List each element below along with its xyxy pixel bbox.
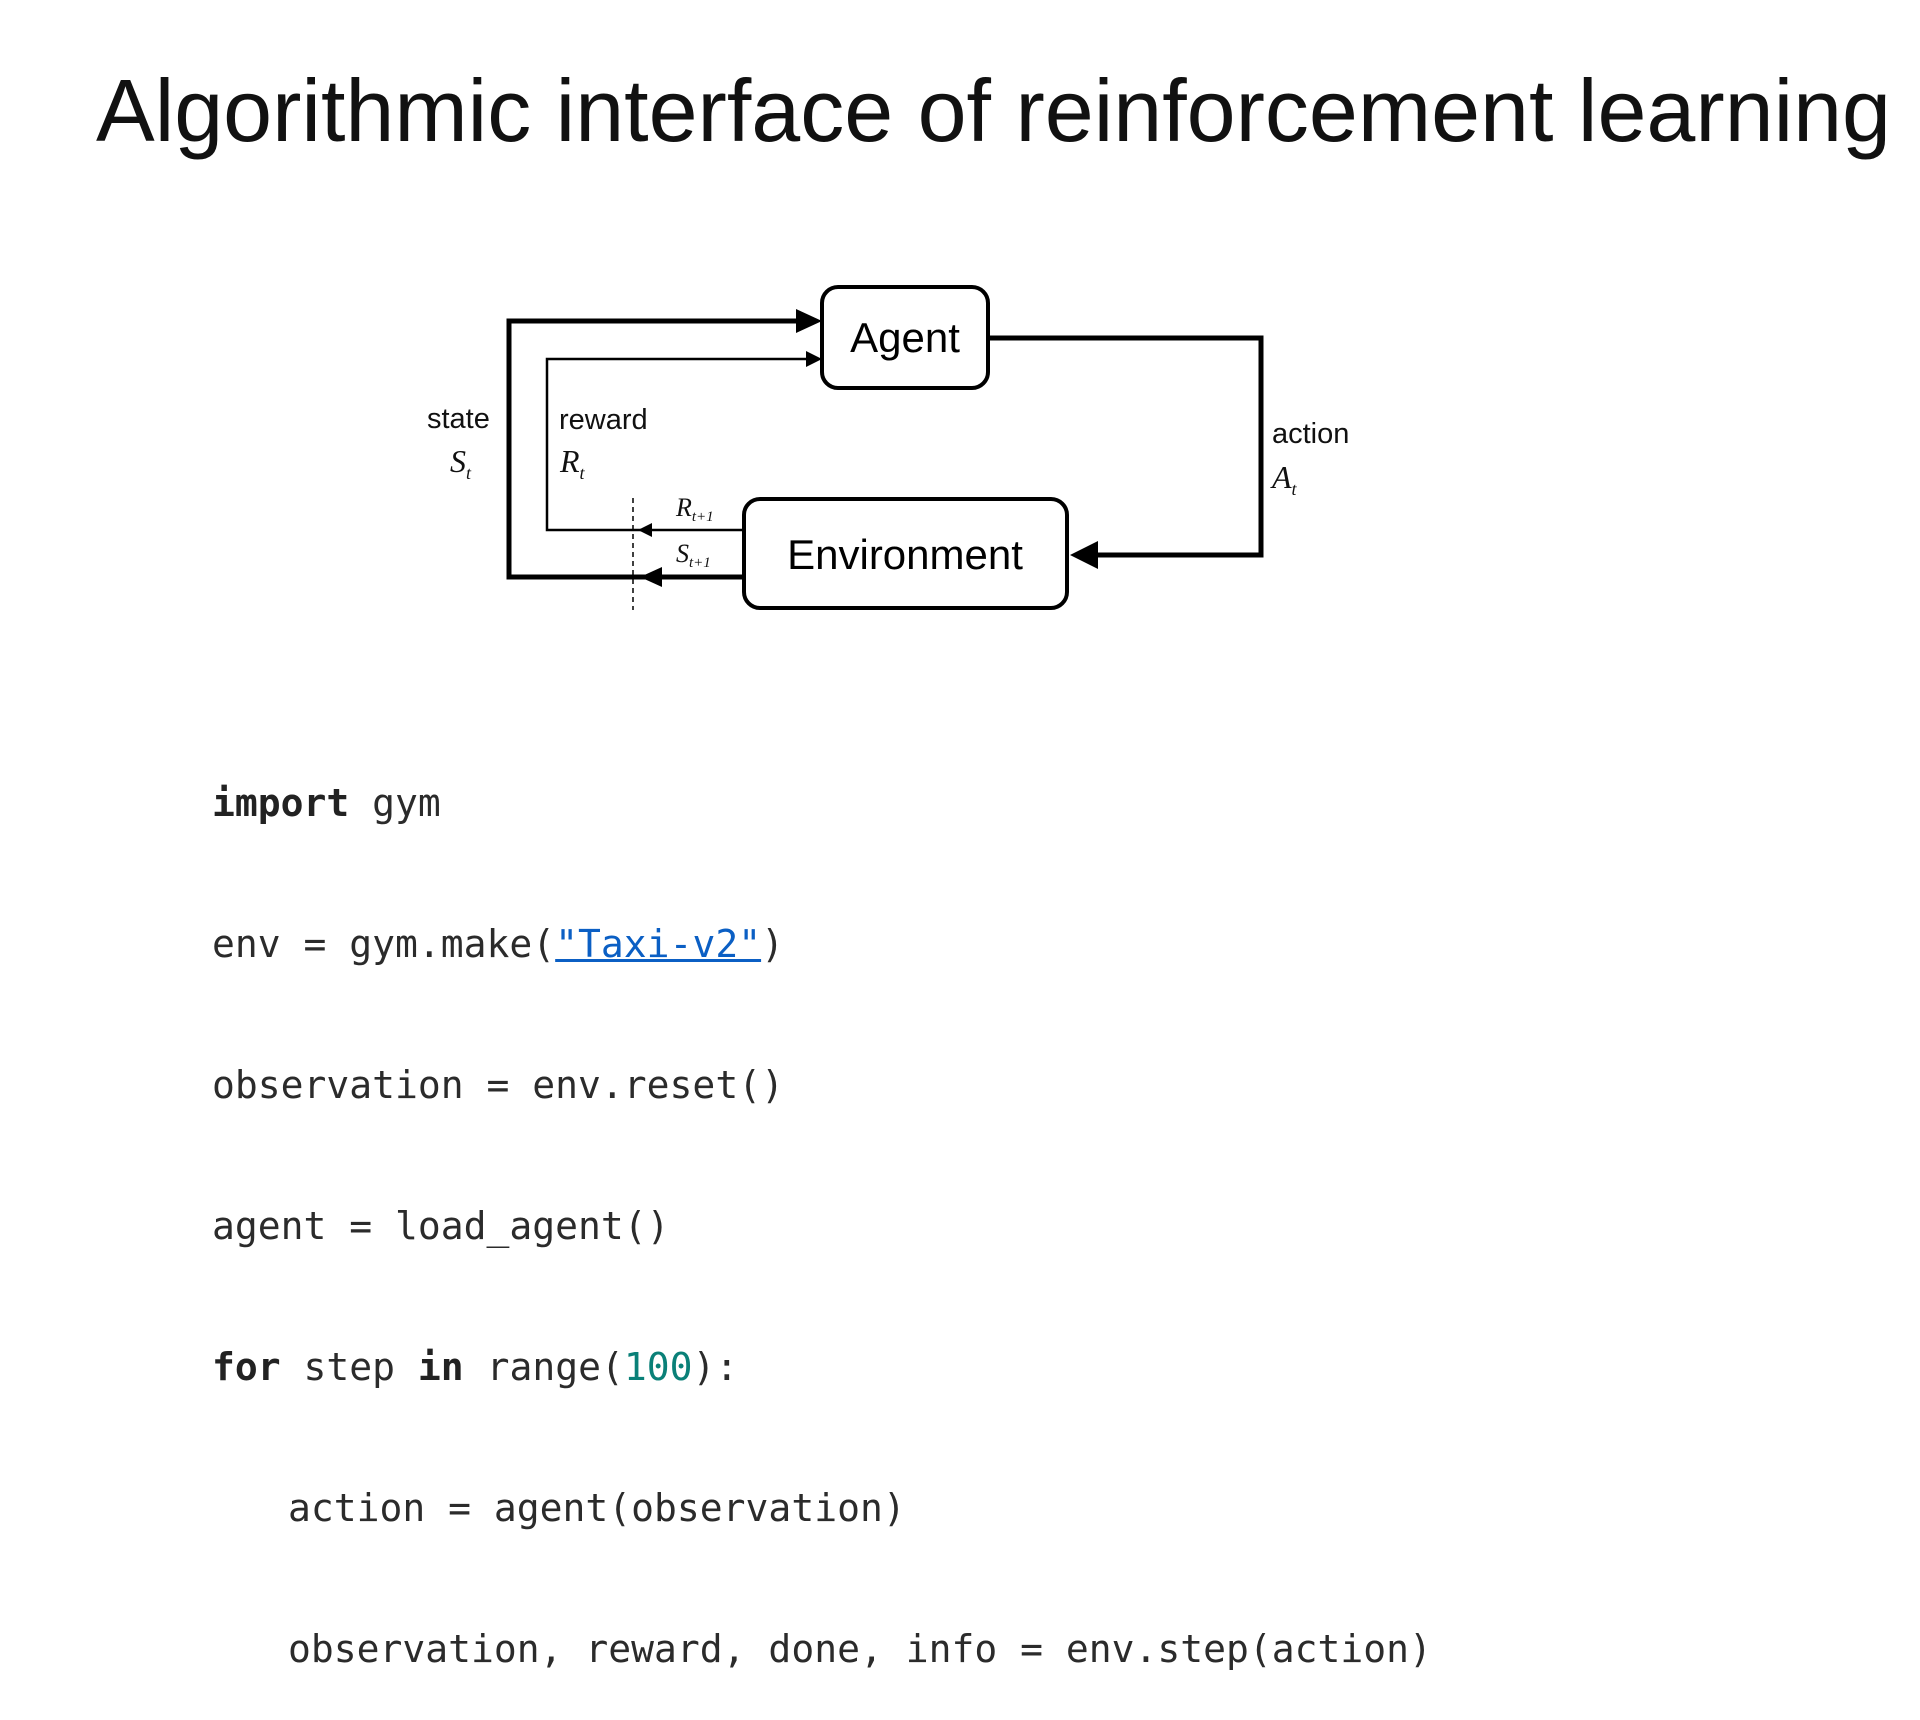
- agent-box: [820, 285, 990, 390]
- action-label: action: [1272, 418, 1349, 450]
- code-line-5: for step in range(100):: [212, 1344, 1432, 1391]
- reward-label: reward: [559, 404, 648, 436]
- environment-box: [742, 497, 1069, 610]
- state-label: state: [427, 403, 490, 435]
- environment-label: Environment: [787, 531, 1023, 578]
- code-line-2: env = gym.make("Taxi-v2"): [212, 921, 1432, 968]
- next-reward-symbol: Rt+1: [675, 493, 714, 525]
- code-line-4: agent = load_agent(): [212, 1204, 670, 1248]
- code-text: ): [761, 922, 784, 966]
- state-arrowhead-icon: [796, 309, 822, 333]
- code-text: step: [280, 1345, 418, 1389]
- code-text: env = gym.make(: [212, 922, 556, 966]
- code-text: gym: [349, 781, 441, 825]
- slide-title-area: Algorithmic interface of reinforcement l…: [96, 61, 1891, 160]
- number-literal: 100: [623, 1345, 693, 1389]
- action-symbol: At: [1270, 459, 1298, 499]
- next-state-arrowhead-icon: [640, 567, 662, 587]
- code-text: range(: [463, 1345, 624, 1389]
- env-id-string-link[interactable]: "Taxi-v2": [555, 922, 762, 966]
- reward-arrowhead-icon: [806, 351, 822, 367]
- state-symbol: St: [450, 443, 472, 483]
- code-text: ):: [692, 1345, 739, 1389]
- code-line-3: observation = env.reset(): [212, 1063, 784, 1107]
- slide-title: Algorithmic interface of reinforcement l…: [96, 61, 1891, 160]
- next-reward-arrowhead-icon: [638, 523, 652, 537]
- state-arrow: [506, 318, 800, 580]
- keyword-import: import: [212, 781, 350, 825]
- agent-label: Agent: [850, 314, 960, 361]
- action-arrow: [989, 335, 1264, 558]
- keyword-for: for: [212, 1345, 281, 1389]
- keyword-in: in: [417, 1345, 464, 1389]
- code-line-7: observation, reward, done, info = env.st…: [288, 1627, 1432, 1671]
- reward-symbol: Rt: [559, 443, 586, 483]
- action-arrowhead-icon: [1070, 541, 1098, 569]
- code-line-6: action = agent(observation): [288, 1486, 906, 1530]
- rl-loop-diagram: Agent Environment state reward action St…: [427, 285, 1349, 610]
- next-state-symbol: St+1: [676, 539, 711, 571]
- code-block: import gym env = gym.make("Taxi-v2") obs…: [212, 686, 1432, 1720]
- code-line-1: import gym: [212, 780, 1432, 827]
